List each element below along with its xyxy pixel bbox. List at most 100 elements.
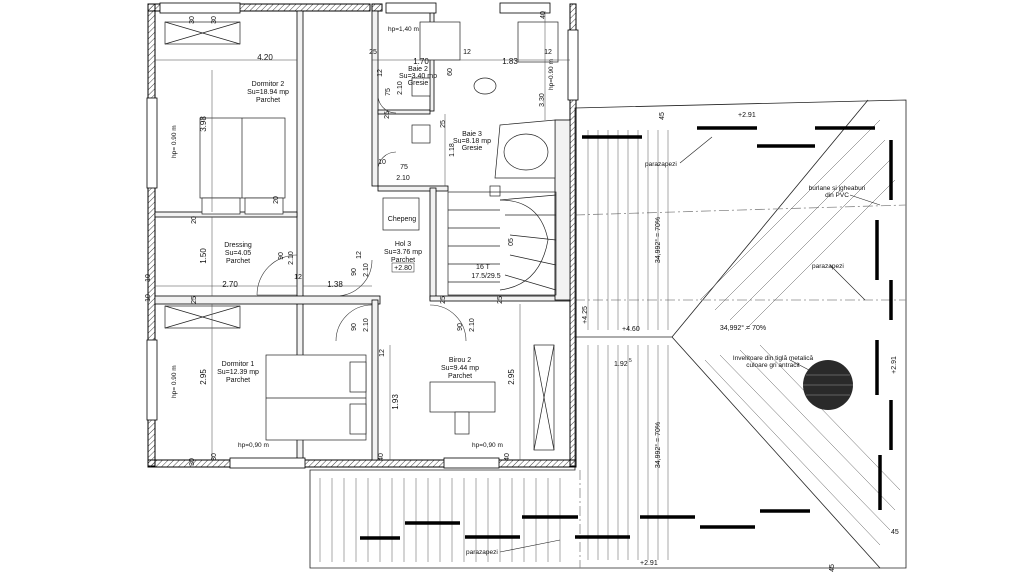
gutter-label: din PVC	[825, 192, 849, 199]
svg-text:10: 10	[378, 159, 386, 166]
hp-label: hp=0.90 m	[548, 59, 555, 90]
stairs-count: 16 T	[476, 264, 491, 271]
svg-text:40: 40	[504, 453, 511, 461]
svg-text:12: 12	[377, 69, 384, 77]
dimension-label: 1.92	[614, 361, 628, 368]
chepeng-label: Chepeng	[388, 216, 417, 223]
svg-text:60: 60	[447, 68, 454, 76]
roof-skylight	[803, 360, 853, 410]
svg-text:1.83: 1.83	[502, 57, 518, 66]
svg-text:12: 12	[356, 251, 363, 259]
stairs-ratio: 17.5/29.5	[471, 273, 500, 280]
svg-text:1.93: 1.93	[391, 394, 400, 410]
room-birou-2: Birou 2 Su=9.44 mp Parchet	[441, 357, 479, 380]
room-area: Su=18.94 mp	[247, 89, 289, 96]
room-hol-3: Hol 3 Su=3.76 mp Parchet +2.80	[384, 241, 422, 273]
hp-label: hp=0,90 m	[472, 442, 503, 449]
dimension-label: 5	[629, 358, 632, 364]
svg-text:3.30: 3.30	[539, 93, 546, 107]
gutter-label: burlane si jgheaburi	[809, 185, 866, 192]
staircase	[447, 191, 557, 296]
svg-text:90: 90	[278, 252, 285, 260]
svg-text:2.10: 2.10	[469, 318, 476, 332]
parazapezi-label: parazapezi	[645, 161, 677, 168]
svg-text:75: 75	[385, 88, 392, 96]
svg-text:25: 25	[191, 296, 198, 304]
hp-label: hp= 0.90 m	[171, 125, 178, 158]
level-label: +2.91	[640, 560, 658, 567]
room-dormitor-1: Dormitor 1 Su=12.39 mp Parchet	[217, 361, 259, 384]
svg-text:3.98: 3.98	[199, 116, 208, 132]
svg-text:90: 90	[457, 323, 464, 331]
room-area: Su=9.44 mp	[441, 365, 479, 372]
svg-text:2.95: 2.95	[507, 369, 516, 385]
dimension-label: 45	[829, 564, 836, 572]
hp-label: hp=0,90 m	[238, 442, 269, 449]
svg-text:25: 25	[440, 296, 447, 304]
dimensions: 4.20 1.70 1.83 3.98 1.50 2.70 1.38 2.95 …	[145, 11, 552, 466]
hp-label: hp=1,40 m	[388, 26, 419, 33]
slope-label: 34,992° = 70%	[654, 217, 662, 263]
svg-text:12: 12	[544, 49, 552, 56]
level-label: +2.91	[738, 112, 756, 119]
parazapezi-label: parazapezi	[812, 263, 844, 270]
level-label: +2.91	[891, 356, 898, 374]
svg-text:30: 30	[189, 458, 196, 466]
svg-text:25: 25	[369, 49, 377, 56]
level-mark: +2.80	[394, 265, 412, 272]
level-label: +4.25	[582, 306, 589, 324]
room-name: Birou 2	[449, 357, 471, 364]
roof-annotations: parazapezi parazapezi parazapezi burlane…	[466, 112, 899, 572]
room-name: Dormitor 1	[222, 361, 255, 368]
svg-text:12: 12	[294, 274, 302, 281]
room-name: Dormitor 2	[252, 81, 285, 88]
svg-text:2.10: 2.10	[363, 263, 370, 277]
room-area: Su=3.76 mp	[384, 249, 422, 256]
slope-label: 34,992° = 70%	[654, 422, 662, 468]
room-area: Su=3.40 mp	[399, 73, 437, 80]
interior-walls	[154, 10, 571, 461]
svg-text:30: 30	[211, 453, 218, 461]
room-name: Dressing	[224, 242, 252, 249]
svg-text:25: 25	[497, 296, 504, 304]
svg-text:90: 90	[351, 268, 358, 276]
dimension-label: 45	[659, 112, 666, 120]
room-floor: Parchet	[448, 373, 472, 380]
room-dressing: Dressing Su=4.05 Parchet	[224, 242, 252, 265]
room-area: Su=4.05	[225, 250, 251, 257]
exterior-walls	[147, 3, 577, 468]
svg-text:2.70: 2.70	[222, 280, 238, 289]
svg-text:20: 20	[191, 216, 198, 224]
svg-text:90: 90	[351, 323, 358, 331]
svg-text:40: 40	[378, 453, 385, 461]
svg-text:1.70: 1.70	[413, 57, 429, 66]
svg-text:30: 30	[189, 16, 196, 24]
svg-text:2.10: 2.10	[396, 175, 410, 182]
doors	[256, 94, 467, 342]
room-floor: Gresie	[408, 80, 429, 87]
roofing-label: culoare gri antracit	[746, 362, 800, 369]
windows	[146, 2, 579, 469]
svg-text:2.10: 2.10	[288, 251, 295, 265]
roofing-label: Invelitoare din tiglă metalică	[733, 355, 814, 362]
dimension-label: 45	[891, 529, 899, 536]
svg-text:4.20: 4.20	[257, 53, 273, 62]
svg-text:75: 75	[400, 164, 408, 171]
level-label: +4.60	[622, 326, 640, 333]
svg-text:20: 20	[273, 196, 280, 204]
svg-text:1.18: 1.18	[449, 143, 456, 157]
svg-text:2.10: 2.10	[397, 81, 404, 95]
room-area: Su=12.39 mp	[217, 369, 259, 376]
svg-text:25: 25	[440, 120, 447, 128]
svg-text:2.10: 2.10	[363, 318, 370, 332]
room-floor: Parchet	[256, 97, 280, 104]
slope-label: 34,992° = 70%	[720, 324, 766, 332]
svg-text:10: 10	[145, 274, 152, 282]
room-baie-3: Baie 3 Su=8.18 mp Gresie	[453, 131, 491, 152]
parazapezi-label: parazapezi	[466, 549, 498, 556]
roof-plan	[309, 99, 907, 569]
svg-text:12: 12	[463, 49, 471, 56]
roof-tile-lines	[319, 119, 901, 562]
room-name: Baie 2	[408, 66, 428, 73]
